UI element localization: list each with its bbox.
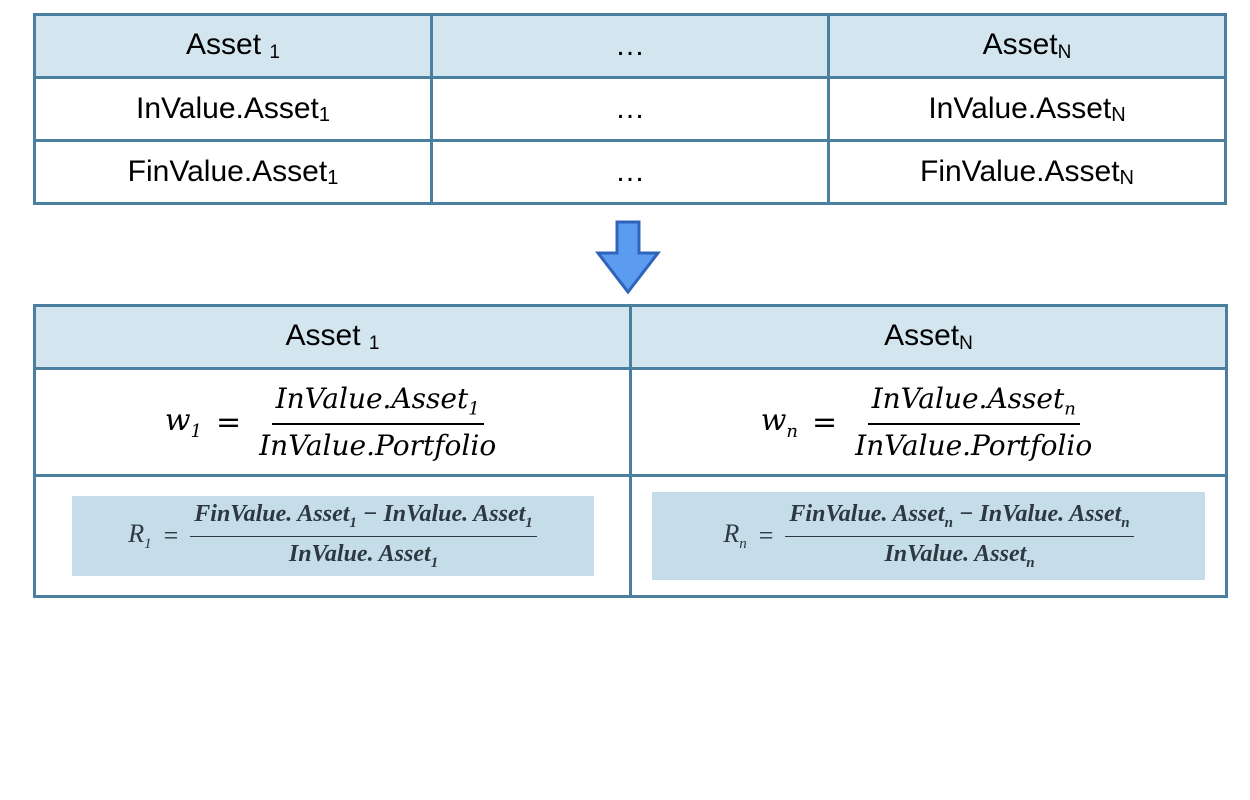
finvalue-cell-asset-1: FinValue.Asset1 (33, 139, 433, 205)
invalue-cell-asset-1: InValue.Asset1 (33, 76, 433, 142)
weight-formula-n: wn = InValue.Assetn InValue.Portfolio (760, 381, 1093, 463)
finvalue-cell-ellipsis: … (430, 139, 830, 205)
return-formula-cell-1: R1 = FinValue. Asset1 − InValue. Asset1 … (33, 474, 632, 598)
invalue-cell-asset-n: InValue.AssetN (827, 76, 1227, 142)
top-header-row: Asset 1 … AssetN (33, 13, 1227, 79)
down-arrow-icon (595, 220, 661, 295)
top-invalue-row: InValue.Asset1 … InValue.AssetN (33, 76, 1227, 142)
top-finvalue-row: FinValue.Asset1 … FinValue.AssetN (33, 139, 1227, 205)
bottom-header-cell-asset-n: AssetN (629, 304, 1228, 370)
asset-values-table: Asset 1 … AssetN InValue.Asset1 … InValu… (33, 13, 1227, 205)
finvalue-cell-asset-n: FinValue.AssetN (827, 139, 1227, 205)
weight-formula-cell-1: w1 = InValue.Asset1 InValue.Portfolio (33, 367, 632, 477)
invalue-cell-ellipsis: … (430, 76, 830, 142)
top-header-cell-asset-n: AssetN (827, 13, 1227, 79)
returns-row: R1 = FinValue. Asset1 − InValue. Asset1 … (33, 474, 1228, 598)
return-formula-n: Rn = FinValue. Assetn − InValue. Assetn … (652, 492, 1205, 580)
top-header-cell-asset-1: Asset 1 (33, 13, 433, 79)
return-formula-1: R1 = FinValue. Asset1 − InValue. Asset1 … (71, 496, 594, 576)
weights-returns-table: Asset 1 AssetN w1 = InValue.Asset1 InVal… (33, 304, 1228, 598)
top-header-cell-ellipsis: … (430, 13, 830, 79)
weight-formula-1: w1 = InValue.Asset1 InValue.Portfolio (164, 381, 497, 463)
bottom-header-row: Asset 1 AssetN (33, 304, 1228, 370)
weights-row: w1 = InValue.Asset1 InValue.Portfolio wn… (33, 367, 1228, 477)
bottom-header-cell-asset-1: Asset 1 (33, 304, 632, 370)
return-formula-cell-n: Rn = FinValue. Assetn − InValue. Assetn … (629, 474, 1228, 598)
weight-formula-cell-n: wn = InValue.Assetn InValue.Portfolio (629, 367, 1228, 477)
